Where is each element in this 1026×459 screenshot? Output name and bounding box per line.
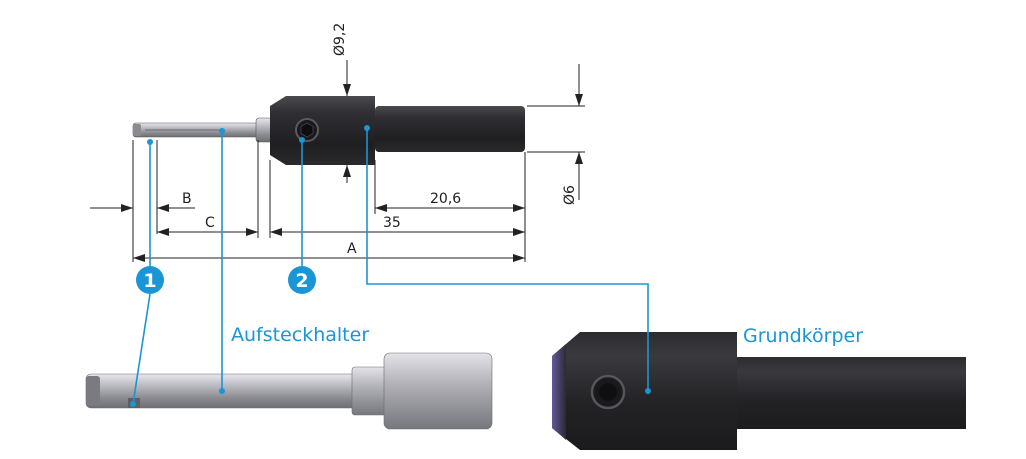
aufsteckhalter-part <box>85 352 493 430</box>
leader-lines <box>130 125 651 407</box>
callout-badge-2-text: 2 <box>295 270 308 292</box>
dark-shank <box>375 106 525 152</box>
pin-collar <box>255 117 273 143</box>
callout-badge-2: 2 <box>288 266 316 294</box>
dark-head <box>270 96 375 165</box>
grundkoerper-head <box>552 332 737 450</box>
dim-20-6: 20,6 <box>430 191 461 207</box>
dim-dia-shank: Ø6 <box>562 185 578 205</box>
dim-dia-head: Ø9,2 <box>332 23 348 56</box>
label-grundkoerper: Grundkörper <box>743 325 863 347</box>
aufsteckhalter-sleeve <box>383 352 493 430</box>
dimension-lines <box>90 60 585 262</box>
callout-badge-1-text: 1 <box>143 270 156 292</box>
pin-tip <box>133 124 141 136</box>
aufsteckhalter-tip <box>86 376 100 406</box>
assembled-tool <box>132 96 525 165</box>
grundkoerper-part <box>552 332 966 450</box>
dim-a: A <box>347 241 357 257</box>
callout-badge-1: 1 <box>136 266 164 294</box>
label-aufsteckhalter: Aufsteckhalter <box>231 324 369 346</box>
dim-b: B <box>182 191 192 207</box>
dim-c: C <box>205 215 215 231</box>
grundkoerper-shank <box>734 357 966 429</box>
dim-35: 35 <box>383 215 401 231</box>
aufsteckhalter-step <box>351 366 387 416</box>
grundkoerper-tip <box>552 344 566 440</box>
